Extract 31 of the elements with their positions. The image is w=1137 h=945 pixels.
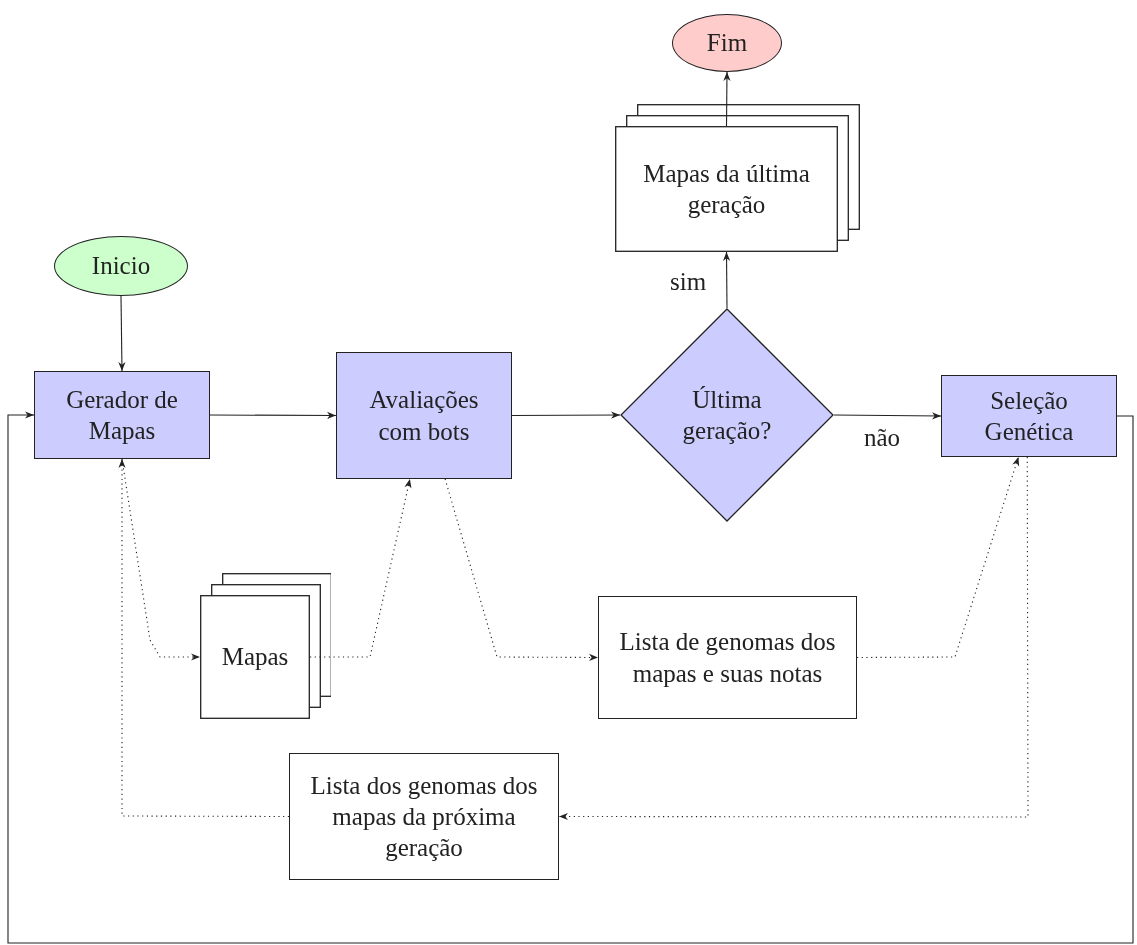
arrow	[833, 412, 942, 420]
node-text: Inicio	[90, 251, 152, 282]
node-text: Última geração?	[681, 384, 773, 446]
arrow	[723, 71, 731, 127]
process-box	[34, 371, 210, 459]
arrow	[209, 411, 337, 420]
arrow	[511, 411, 621, 419]
node-text: Lista de genomas dos mapas e suas notas	[618, 627, 837, 689]
dotted-arrow	[118, 458, 290, 818]
data-box	[289, 753, 559, 880]
node-text: Mapas da última geração	[642, 158, 811, 220]
node-text: Fim	[705, 28, 749, 59]
node-text: Seleção Genética	[983, 385, 1075, 447]
node-text: Mapas	[220, 642, 290, 673]
process-box	[336, 352, 512, 479]
arrow	[723, 251, 731, 309]
dotted-arrow	[558, 456, 1029, 821]
dotted-arrow	[309, 478, 412, 658]
document-stack	[200, 573, 331, 719]
process-box	[941, 375, 1117, 457]
node-text: Gerador de Mapas	[65, 384, 179, 446]
dotted-arrow	[856, 456, 1020, 659]
arrow	[118, 295, 126, 372]
document-stack	[615, 104, 860, 252]
node-text: Avaliações com bots	[368, 385, 480, 447]
dotted-arrow	[121, 458, 201, 661]
decision-diamond	[620, 308, 834, 522]
data-box	[598, 596, 857, 719]
arrow	[7, 411, 1134, 944]
node-text: Lista dos genomas dos mapas da próxima geração	[309, 770, 539, 864]
dotted-arrow	[444, 478, 599, 662]
